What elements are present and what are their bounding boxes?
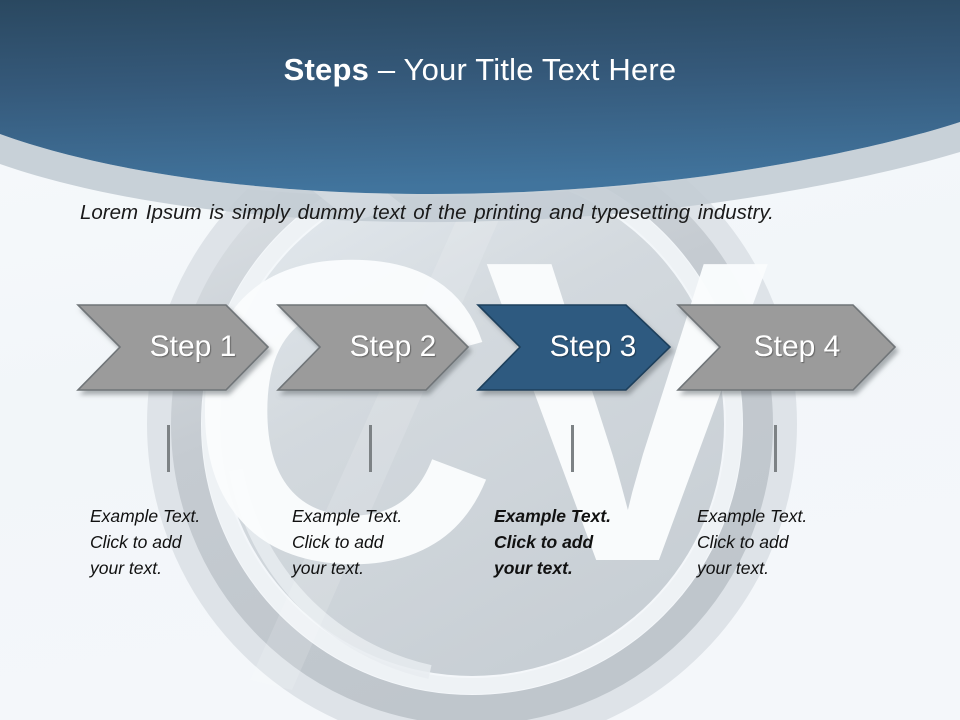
- slide-title-strong: Steps: [283, 52, 370, 87]
- caption-line: Click to add: [697, 532, 789, 552]
- svg-text:CV: CV: [187, 172, 772, 652]
- chevron-step-2[interactable]: [276, 304, 470, 391]
- slide-title: Steps – Your Title Text Here: [0, 52, 960, 88]
- slide-title-rest: – Your Title Text Here: [369, 52, 677, 87]
- caption-line: Example Text.: [697, 506, 808, 526]
- chevron-step-3[interactable]: [476, 304, 672, 391]
- caption-line: Example Text.: [90, 506, 201, 526]
- caption-step-4: Example Text. Click to add your text.: [697, 503, 857, 581]
- caption-line: Click to add: [292, 532, 384, 552]
- caption-line: Click to add: [494, 532, 594, 552]
- caption-line: your text.: [697, 558, 769, 578]
- caption-step-3: Example Text. Click to add your text.: [494, 503, 654, 581]
- lead-paragraph: Lorem Ipsum is simply dummy text of the …: [80, 201, 774, 224]
- caption-line: Example Text.: [292, 506, 403, 526]
- chevron-step-4[interactable]: [676, 304, 897, 391]
- caption-line: Example Text.: [494, 506, 612, 526]
- caption-step-2: Example Text. Click to add your text.: [292, 503, 452, 581]
- caption-line: your text.: [494, 558, 573, 578]
- chevron-step-1[interactable]: [76, 304, 270, 391]
- caption-line: your text.: [90, 558, 162, 578]
- caption-step-1: Example Text. Click to add your text.: [90, 503, 250, 581]
- caption-line: your text.: [292, 558, 364, 578]
- caption-line: Click to add: [90, 532, 182, 552]
